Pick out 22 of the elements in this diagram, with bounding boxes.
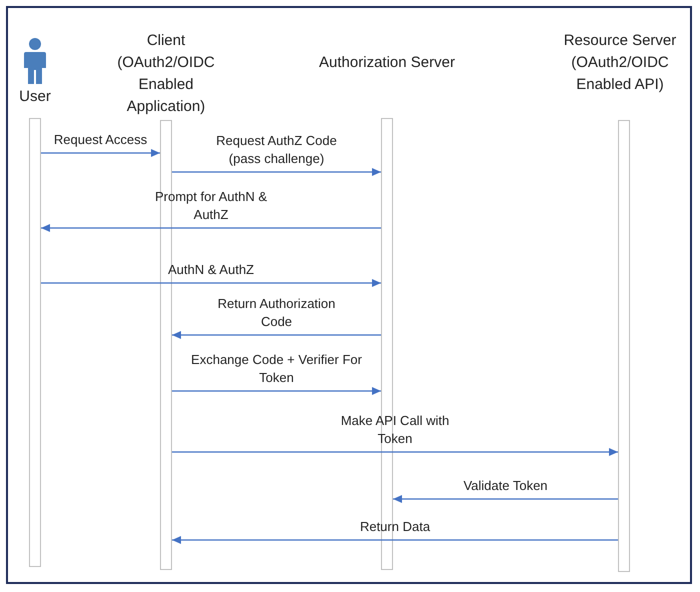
arrow — [393, 495, 618, 503]
participant-label: Client (OAuth2/OIDC Enabled Application) — [116, 31, 216, 117]
message-label: Prompt for AuthN & AuthZ — [154, 188, 268, 224]
participant-label: User — [18, 87, 52, 107]
arrow — [172, 168, 381, 176]
message-label: Validate Token — [462, 477, 549, 495]
participant-label: Authorization Server — [318, 53, 456, 73]
participant-label: Resource Server (OAuth2/OIDC Enabled API) — [562, 31, 678, 95]
message-label: Exchange Code + Verifier For Token — [190, 351, 363, 387]
arrow — [41, 279, 381, 287]
arrow — [41, 224, 381, 232]
message-label: AuthN & AuthZ — [167, 261, 255, 279]
message-label: Return Data — [358, 518, 432, 536]
arrow — [172, 387, 381, 395]
arrow — [41, 149, 160, 157]
message-label: Return Authorization Code — [216, 295, 336, 331]
arrow — [172, 331, 381, 339]
message-label: Request Access — [52, 131, 148, 149]
arrow — [172, 448, 618, 456]
message-label: Request AuthZ Code (pass challenge) — [215, 132, 338, 168]
arrow — [172, 536, 618, 544]
message-label: Make API Call with Token — [340, 412, 450, 448]
